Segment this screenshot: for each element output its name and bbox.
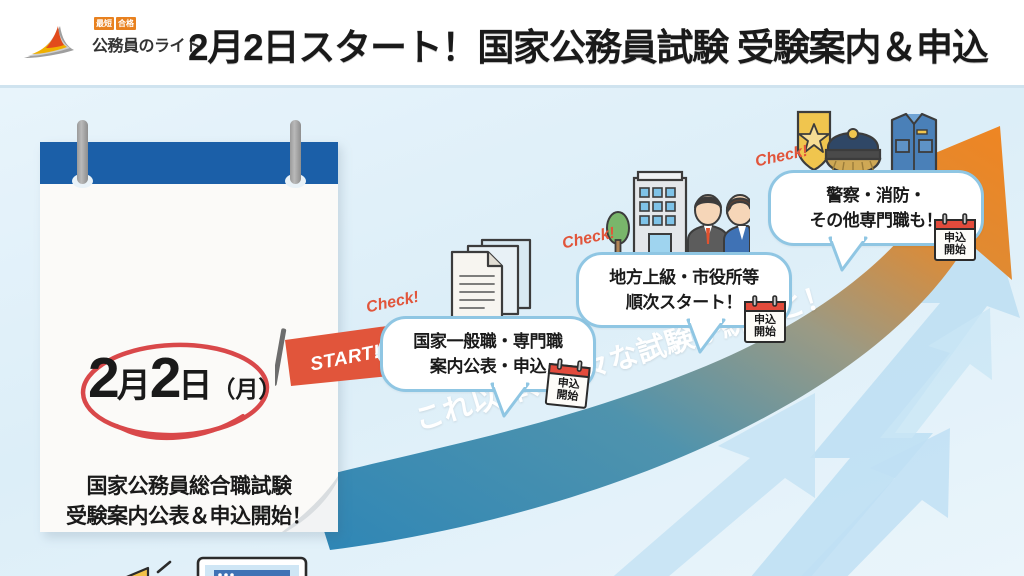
calendar-caption-line1: 国家公務員総合職試験	[86, 475, 293, 498]
decorative-arrow-icon	[801, 428, 950, 576]
calendar-date: 2 月 2 日 （月）	[88, 350, 281, 407]
calendar-card: 2 月 2 日 （月） START! 国家公務員総合職試験 受験案内公表＆申込開…	[40, 142, 390, 576]
application-start-badge-label: 申込 開始	[932, 232, 978, 256]
female-official-icon	[723, 194, 750, 258]
decorative-arrow-icon	[880, 308, 992, 438]
application-start-badge-label: 申込 開始	[544, 376, 592, 405]
callout-bubble-local-government: 地方上級・市役所等 順次スタート！	[576, 252, 792, 354]
badge-line-2: 開始	[754, 326, 776, 338]
application-start-badge-label: 申込 開始	[742, 314, 788, 338]
bubble-box: 地方上級・市役所等 順次スタート！	[576, 252, 792, 328]
date-weekday: （月）	[212, 376, 282, 402]
calendar-caption: 国家公務員総合職試験 受験案内公表＆申込開始！	[40, 472, 338, 532]
building-icon	[632, 170, 688, 256]
decorative-arrow-icon	[613, 393, 815, 576]
logo-name: 公務員のライト	[92, 38, 201, 55]
logo-badges: 最短 合格	[94, 17, 136, 30]
date-month-number: 2	[88, 346, 120, 410]
megaphone-icon	[126, 560, 172, 576]
logo-badge: 最短	[94, 17, 114, 30]
page-header: 最短 合格 公務員のライト 2月2日スタート！国家公務員試験 受験案内＆申込	[0, 0, 1024, 88]
bubble-tail-icon	[490, 382, 530, 418]
badge-line-2: 開始	[944, 244, 966, 256]
police-cap-icon	[824, 128, 882, 176]
calendar-ring	[77, 120, 88, 184]
page-title: 2月2日スタート！国家公務員試験 受験案内＆申込	[188, 27, 989, 68]
application-start-badge-icon	[744, 295, 786, 343]
application-start-badge-icon	[934, 213, 976, 261]
bubble-box: 国家一般職・専門職 案内公表・申込	[380, 316, 596, 392]
brand-logo[interactable]: 最短 合格 公務員のライト	[22, 14, 201, 72]
badge-line-1: 申込	[754, 314, 776, 326]
bubble-line-1: 警察・消防・	[826, 186, 926, 205]
monitor-form-icon	[196, 556, 308, 576]
bubble-line-2: その他専門職も！	[809, 211, 943, 230]
documents-stack-icon	[450, 238, 532, 322]
callout-bubble-national-general: 国家一般職・専門職 案内公表・申込	[380, 316, 596, 418]
decorative-arrow-icon	[751, 218, 1020, 576]
tree-icon	[606, 211, 630, 255]
logo-badge: 合格	[116, 17, 136, 30]
male-official-icon	[687, 194, 729, 258]
page-curl-icon	[282, 476, 338, 532]
announcement-illustration	[126, 556, 308, 576]
calendar-caption-line2: 受験案内公表＆申込開始！	[66, 505, 313, 528]
date-month-unit: 月	[116, 367, 151, 405]
cityhall-and-officials-icon	[606, 170, 750, 258]
bubble-tail-icon	[686, 318, 726, 354]
swoosh-logo-icon	[24, 26, 74, 58]
date-day-unit: 日	[178, 367, 212, 405]
badge-line-1: 申込	[944, 232, 966, 244]
bubble-line-1: 国家一般職・専門職	[413, 332, 563, 351]
calendar-ring	[290, 120, 301, 184]
growth-arrow-graphic	[308, 126, 1012, 550]
bubble-tail-icon	[828, 236, 868, 272]
bubble-line-2: 案内公表・申込	[429, 357, 547, 376]
start-flag-icon	[275, 326, 390, 386]
bubble-line-2: 順次スタート！	[625, 293, 743, 312]
application-start-badge-icon	[544, 358, 591, 409]
bubble-line-1: 地方上級・市役所等	[609, 268, 759, 287]
date-highlight-circle	[80, 342, 270, 441]
date-day-number: 2	[149, 346, 182, 410]
